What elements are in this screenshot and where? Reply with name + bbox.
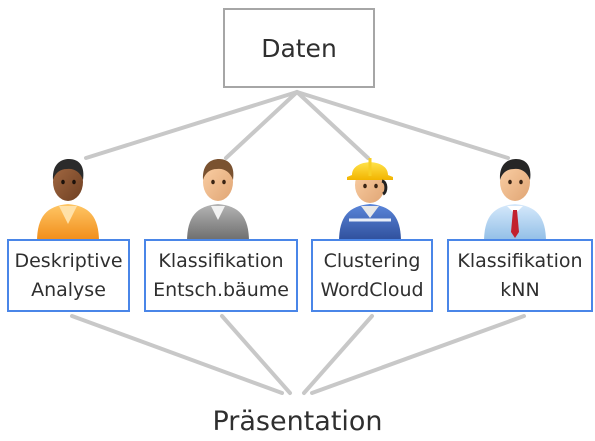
role-box-clustering-wordcloud: Clustering WordCloud [311,239,433,312]
role-box-line-2: Entsch.bäume [153,278,289,301]
person-orange-shirt-icon [37,159,99,242]
role-box-line-1: Clustering [323,249,421,272]
connector-role-4-to-result [310,314,526,395]
data-source-box: Daten [223,8,375,88]
role-box-klassifikation-entscheidungsbaeume: Klassifikation Entsch.bäume [144,239,298,312]
role-box-line-2: WordCloud [320,278,424,301]
person-business-tie-icon [484,159,546,242]
connector-data-to-role-2 [224,90,299,160]
person-grey-suit-icon [187,159,249,242]
connector-data-to-role-4 [295,90,510,160]
person-hardhat-worker-icon [339,158,401,242]
presentation-label: Präsentation [212,406,383,437]
connector-role-3-to-result [302,314,374,395]
connector-data-to-role-1 [84,90,299,160]
connector-role-2-to-result [220,314,292,395]
data-source-label: Daten [261,33,337,63]
role-box-line-1: Deskriptive [14,249,123,272]
role-box-line-2: kNN [500,278,540,301]
connector-role-1-to-result [70,314,284,395]
role-box-klassifikation-knn: Klassifikation kNN [447,239,593,312]
role-box-line-2: Analyse [31,278,106,301]
connector-data-to-role-3 [295,90,370,160]
role-box-line-1: Klassifikation [457,249,583,272]
role-box-deskriptive-analyse: Deskriptive Analyse [7,239,130,312]
role-box-line-1: Klassifikation [158,249,284,272]
